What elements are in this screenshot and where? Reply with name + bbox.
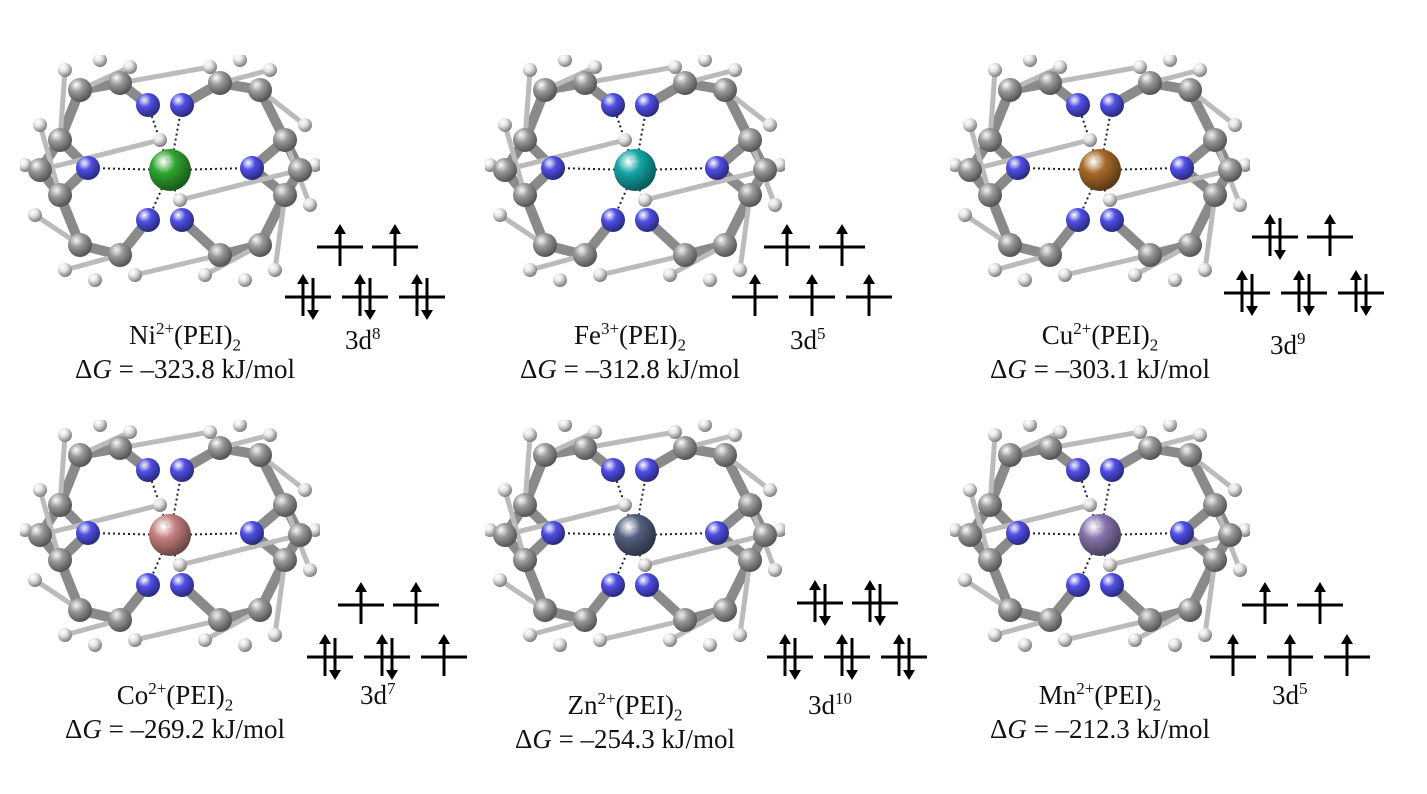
orbital-t2g-ni — [399, 274, 445, 320]
gibbs-energy: ΔG = –323.8 kJ/mol — [74, 354, 296, 384]
electron-config-cu: 3d9 — [1270, 329, 1306, 360]
orbital-eg-ni — [317, 224, 363, 266]
electron-config-zn: 3d10 — [808, 689, 852, 720]
molecule-structure-ni — [20, 55, 320, 287]
complex-formula: Fe3+(PEI)2 — [573, 319, 687, 355]
orbital-t2g-fe — [789, 274, 835, 316]
complex-formula: Cu2+(PEI)2 — [1041, 319, 1159, 355]
electron-config-ni: 3d8 — [345, 324, 381, 355]
orbital-t2g-co — [421, 634, 467, 676]
molecule-structure-fe — [485, 55, 785, 287]
orbital-t2g-mn — [1324, 634, 1370, 676]
orbital-eg-co — [338, 582, 384, 624]
molecule-structure-zn — [485, 420, 785, 652]
gibbs-energy: ΔG = –212.3 kJ/mol — [989, 714, 1211, 744]
orbital-t2g-mn — [1210, 634, 1256, 676]
complex-formula: Zn2+(PEI)2 — [567, 689, 683, 725]
orbital-eg-fe — [764, 224, 810, 266]
orbital-t2g-co — [307, 634, 353, 680]
orbital-eg-cu — [1307, 214, 1353, 256]
complex-formula: Co2+(PEI)2 — [116, 679, 234, 715]
orbital-eg-zn — [852, 580, 898, 626]
orbital-t2g-mn — [1267, 634, 1313, 676]
orbital-t2g-co — [364, 634, 410, 680]
orbital-t2g-cu — [1338, 270, 1384, 316]
orbital-eg-co — [393, 582, 439, 624]
orbital-t2g-fe — [732, 274, 778, 316]
orbital-eg-cu — [1252, 214, 1298, 260]
gibbs-energy: ΔG = –269.2 kJ/mol — [64, 714, 286, 744]
gibbs-energy: ΔG = –303.1 kJ/mol — [989, 354, 1211, 384]
orbital-t2g-zn — [824, 634, 870, 680]
orbital-eg-zn — [797, 580, 843, 626]
molecule-structure-cu — [950, 55, 1250, 287]
molecule-structure-mn — [950, 420, 1250, 652]
complex-formula: Mn2+(PEI)2 — [1038, 679, 1162, 715]
orbital-t2g-zn — [881, 634, 927, 680]
orbital-t2g-cu — [1224, 270, 1270, 316]
orbital-t2g-zn — [767, 634, 813, 680]
electron-config-co: 3d7 — [360, 679, 396, 710]
orbital-t2g-ni — [342, 274, 388, 320]
electron-config-mn: 3d5 — [1272, 679, 1308, 710]
gibbs-energy: ΔG = –254.3 kJ/mol — [514, 724, 736, 754]
orbital-eg-ni — [372, 224, 418, 266]
orbital-t2g-fe — [846, 274, 892, 316]
orbital-eg-fe — [819, 224, 865, 266]
orbital-eg-mn — [1242, 582, 1288, 624]
molecule-structure-co — [20, 420, 320, 652]
orbital-t2g-cu — [1281, 270, 1327, 316]
orbital-eg-mn — [1297, 582, 1343, 624]
electron-config-fe: 3d5 — [790, 324, 826, 355]
complex-formula: Ni2+(PEI)2 — [128, 319, 242, 355]
orbital-t2g-ni — [285, 274, 331, 320]
gibbs-energy: ΔG = –312.8 kJ/mol — [519, 354, 741, 384]
